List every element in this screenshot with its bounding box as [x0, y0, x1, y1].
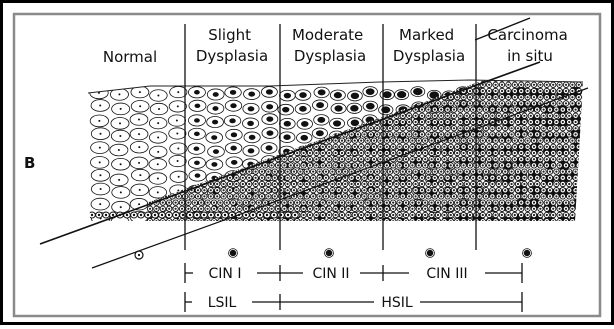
column-label-marked-dysplasia: Marked Dysplasia: [393, 26, 465, 65]
nucleus-markers: [135, 249, 531, 259]
epithelium-layer: [88, 57, 596, 227]
cin-3-label: CIN III: [426, 266, 467, 282]
lsil-label: LSIL: [208, 295, 237, 311]
cin-1-label: CIN I: [209, 266, 242, 282]
column-label-carcinoma-in-situ: Carcinoma in situ: [487, 26, 572, 65]
nucleus-marker-slight: [230, 250, 236, 256]
column-label-normal: Normal: [103, 48, 157, 66]
nucleus-marker-moderate: [326, 250, 332, 256]
panel-letter: B: [24, 154, 35, 172]
hsil-label: HSIL: [381, 295, 413, 311]
column-label-moderate-dysplasia: Moderate Dysplasia: [292, 26, 368, 65]
column-label-slight-dysplasia: Slight Dysplasia: [196, 26, 268, 65]
nucleus-marker-cis: [524, 250, 530, 256]
cin-2-label: CIN II: [312, 266, 349, 282]
nucleus-marker-marked: [427, 250, 433, 256]
